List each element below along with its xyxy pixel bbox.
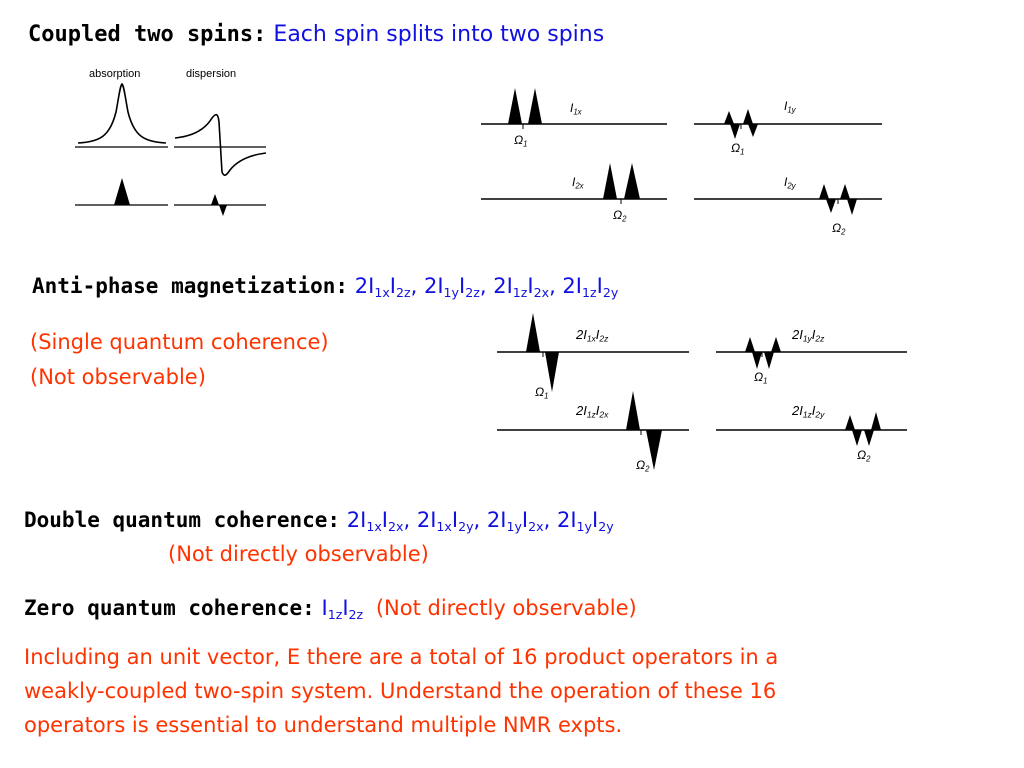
- zero-quantum-heading: Zero quantum coherence: I1zI2z (Not dire…: [24, 596, 637, 622]
- anti-phase-operators: 2I1xI2z, 2I1yI2z, 2I1zI2x, 2I1zI2y: [354, 274, 619, 300]
- label-I1x: I1x: [570, 101, 582, 117]
- heading-coupled-spins-bold: Coupled two spins:: [28, 22, 267, 47]
- label-I1y: I1y: [784, 99, 796, 115]
- double-quantum-heading: Double quantum coherence: 2I1xI2x, 2I1xI…: [24, 508, 614, 534]
- heading-coupled-spins: Coupled two spins: Each spin splits into…: [28, 22, 604, 47]
- single-quantum-note: (Single quantum coherence): [30, 330, 329, 354]
- zero-quantum-bold: Zero quantum coherence:: [24, 596, 315, 620]
- anti-phase-bold: Anti-phase magnetization:: [32, 274, 349, 298]
- anti-phase-heading: Anti-phase magnetization: 2I1xI2z, 2I1yI…: [32, 274, 619, 300]
- dispersion-label: dispersion: [186, 68, 237, 80]
- label-omega1-a: Ω1: [514, 133, 528, 149]
- double-quantum-note: (Not directly observable): [168, 542, 429, 566]
- zero-quantum-operator: I1zI2z: [321, 596, 364, 622]
- label-I2x: I2x: [572, 175, 584, 191]
- label-omega2-c: Ω2: [636, 458, 650, 474]
- label-omega2-b: Ω2: [832, 221, 846, 237]
- not-observable-note: (Not observable): [30, 365, 206, 389]
- paragraph-line-1: Including an unit vector, E there are a …: [24, 645, 779, 669]
- double-quantum-bold: Double quantum coherence:: [24, 508, 341, 532]
- label-omega1-b: Ω1: [731, 141, 745, 157]
- label-2I1zI2x: 2I1zI2x: [576, 403, 609, 420]
- label-2I1zI2y: 2I1zI2y: [792, 403, 825, 420]
- label-omega2-a: Ω2: [613, 208, 627, 224]
- label-omega1-c: Ω1: [535, 385, 549, 401]
- zero-quantum-note: (Not directly observable): [375, 596, 637, 620]
- paragraph-line-3: operators is essential to understand mul…: [24, 713, 623, 737]
- paragraph-line-2: weakly-coupled two-spin system. Understa…: [24, 679, 777, 703]
- label-2I1yI2z: 2I1yI2z: [792, 327, 825, 344]
- label-omega2-d: Ω2: [857, 448, 871, 464]
- label-2I1xI2z: 2I1xI2z: [576, 327, 609, 344]
- label-I2y: I2y: [784, 175, 796, 191]
- absorption-label: absorption: [89, 68, 141, 80]
- heading-coupled-spins-text: Each spin splits into two spins: [273, 22, 605, 47]
- double-quantum-operators: 2I1xI2x, 2I1xI2y, 2I1yI2x, 2I1yI2y: [346, 508, 614, 534]
- label-omega1-d: Ω1: [754, 370, 768, 386]
